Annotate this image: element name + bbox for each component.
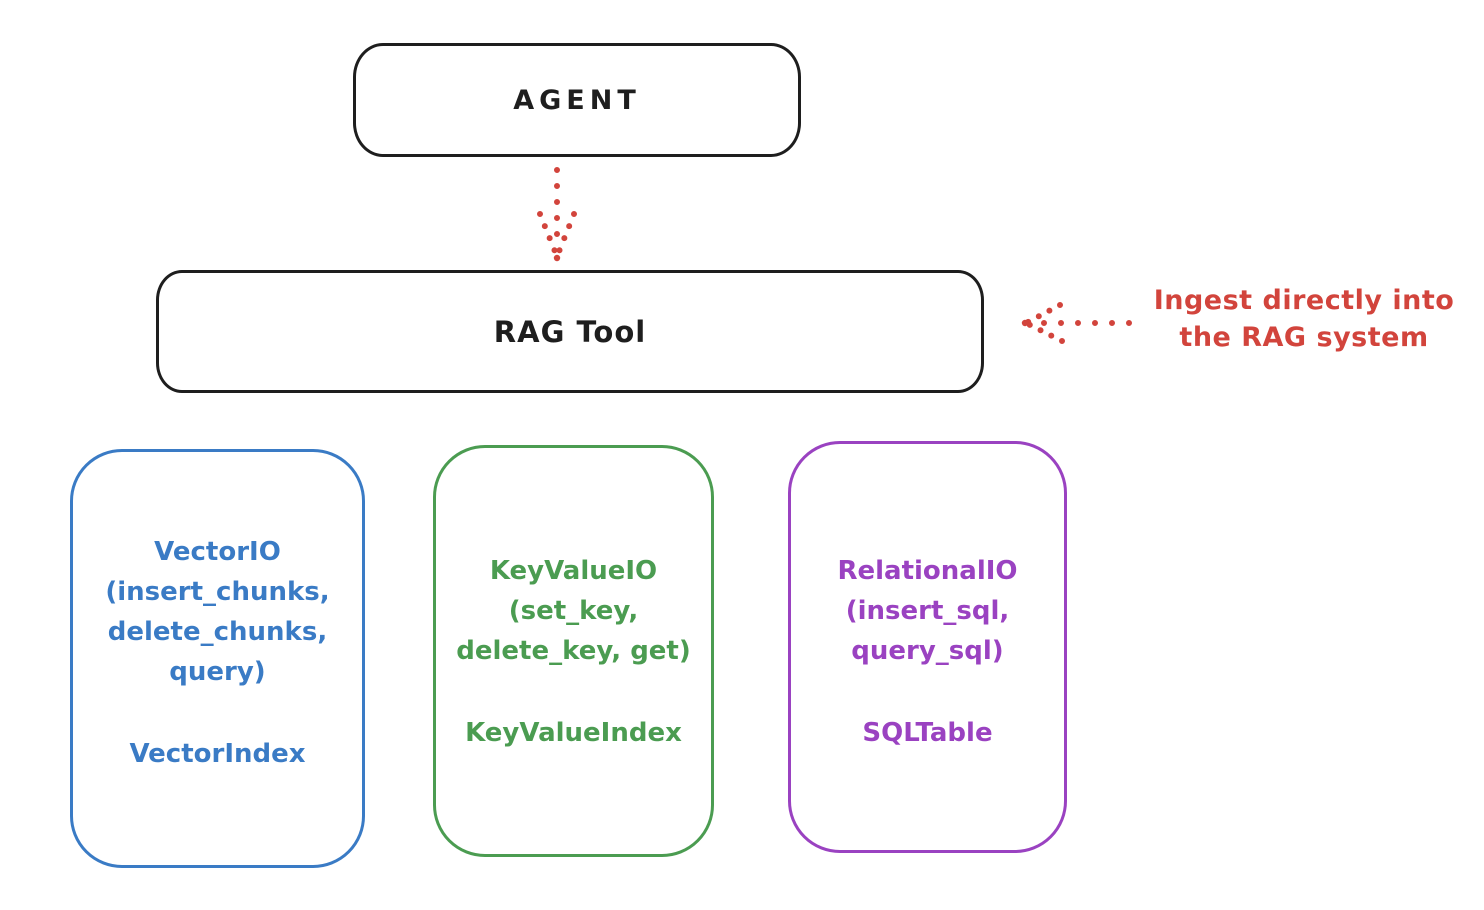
- agent-node: AGENT: [353, 43, 801, 157]
- backend-relational-method-line: (insert_sql,: [845, 596, 1010, 626]
- agent-node-label: AGENT: [513, 84, 641, 116]
- arrow-agent-to-ragtool-icon: [537, 167, 577, 262]
- rag-tool-node-label: RAG Tool: [493, 314, 647, 349]
- arrow-ingest-to-ragtool-icon: [1021, 302, 1132, 344]
- rag-tool-node: RAG Tool: [156, 270, 984, 393]
- backend-keyvalue-index-label: KeyValueIndex: [465, 718, 682, 748]
- backend-relational-title: RelationalIO: [837, 556, 1018, 586]
- backend-vector-text: VectorIO (insert_chunks, delete_chunks, …: [105, 532, 329, 774]
- backend-vector-method-line: query): [169, 657, 266, 687]
- ingest-annotation-line2: the RAG system: [1179, 322, 1429, 353]
- backend-relational-text: RelationalIO (insert_sql, query_sql) SQL…: [837, 551, 1017, 753]
- backend-vector-index-label: VectorIndex: [129, 739, 306, 769]
- backend-node-keyvalue-io: KeyValueIO (set_key, delete_key, get) Ke…: [433, 445, 714, 857]
- ingest-annotation-line1: Ingest directly into: [1153, 285, 1455, 316]
- backend-vector-method-line: (insert_chunks,: [105, 577, 330, 607]
- backend-keyvalue-text: KeyValueIO (set_key, delete_key, get) Ke…: [456, 551, 691, 753]
- backend-relational-method-line: query_sql): [851, 636, 1004, 666]
- backend-relational-table-label: SQLTable: [862, 718, 993, 748]
- backend-node-relational-io: RelationalIO (insert_sql, query_sql) SQL…: [788, 441, 1067, 853]
- backend-keyvalue-method-line: (set_key,: [508, 596, 639, 626]
- backend-keyvalue-method-line: delete_key, get): [456, 636, 691, 666]
- backend-vector-method-line: delete_chunks,: [107, 617, 328, 647]
- backend-keyvalue-title: KeyValueIO: [489, 556, 658, 586]
- backend-node-vector-io: VectorIO (insert_chunks, delete_chunks, …: [70, 449, 365, 868]
- backend-vector-title: VectorIO: [154, 537, 281, 567]
- ingest-annotation: Ingest directly into the RAG system: [1128, 282, 1480, 356]
